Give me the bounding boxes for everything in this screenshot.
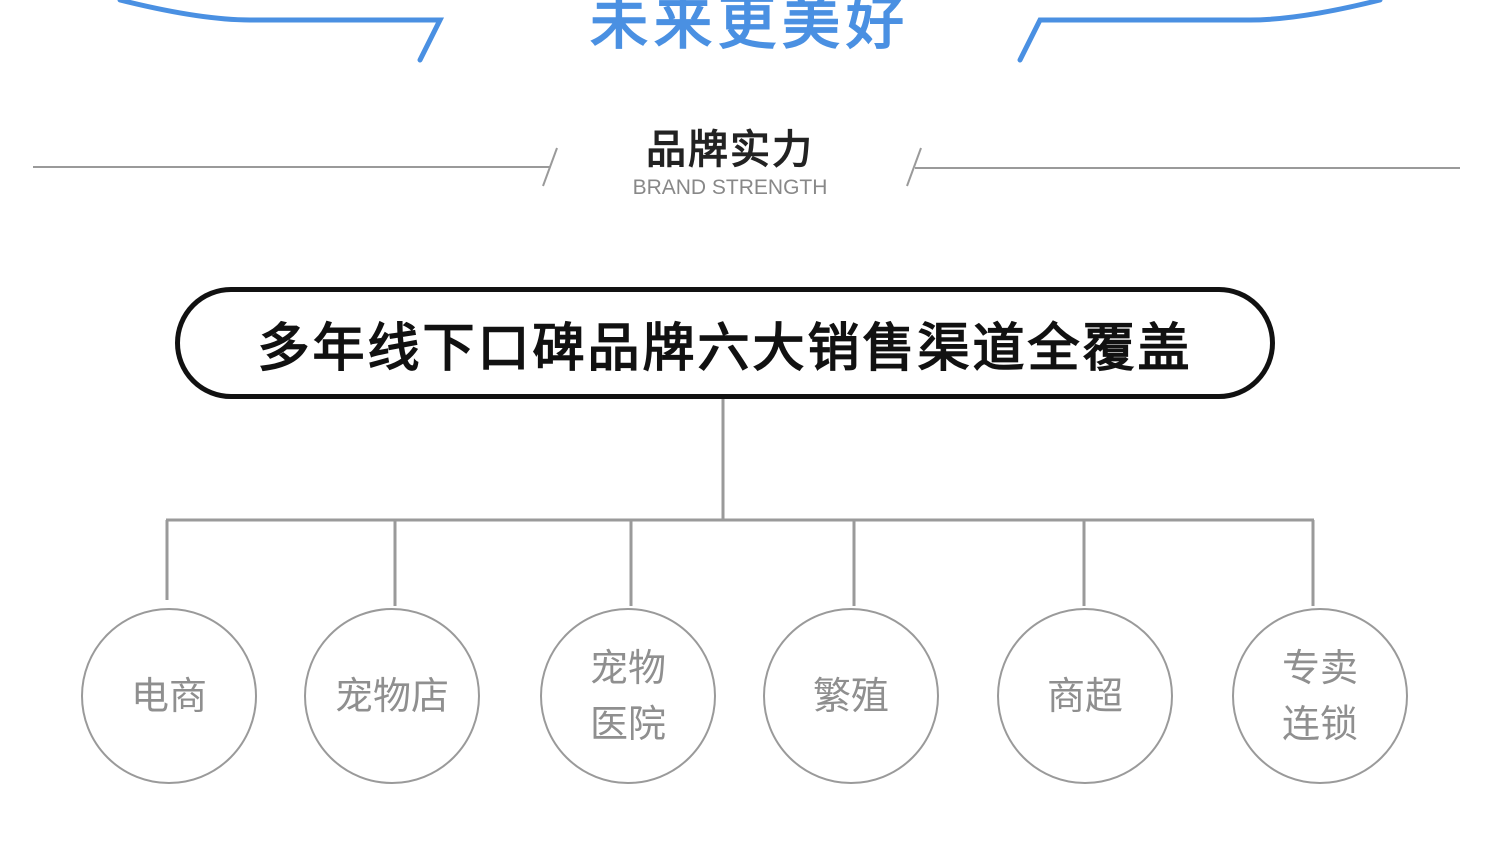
channel-node-breeding: 繁殖 [763,608,939,784]
headline-text: 多年线下口碑品牌六大销售渠道全覆盖 [257,318,1193,379]
headline-pill: 多年线下口碑品牌六大销售渠道全覆盖 [175,287,1275,399]
channel-label: 电商 [130,674,207,718]
channel-label: 宠物 医院 [589,646,666,746]
channel-label: 繁殖 [812,674,889,718]
top-right-ornament [1017,0,1383,63]
section-title: 品牌实力 [646,127,814,173]
channel-node-franchise: 专卖 连锁 [1232,608,1408,784]
top-left-ornament [117,0,445,63]
channel-label: 商超 [1046,674,1123,718]
top-title: 未来更美好 [589,0,910,57]
section-rule-right-slash [906,147,922,187]
section-rule-left-slash [542,147,558,187]
channel-label: 宠物店 [334,674,449,718]
channel-node-pet-hospital: 宠物 医院 [540,608,716,784]
channel-node-supermarket: 商超 [997,608,1173,784]
channel-node-pet-store: 宠物店 [304,608,480,784]
channel-node-ecommerce: 电商 [81,608,257,784]
section-subtitle: BRAND STRENGTH [632,176,828,199]
channel-label: 专卖 连锁 [1281,646,1358,746]
